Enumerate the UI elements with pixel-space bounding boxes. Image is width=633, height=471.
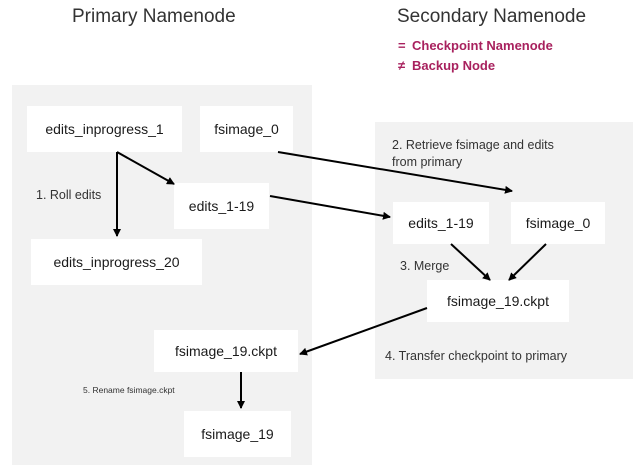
checkpoint-namenode-label: Checkpoint Namenode — [412, 38, 553, 53]
step-3-merge: 3. Merge — [400, 259, 450, 273]
step-4-transfer-checkpoint: 4. Transfer checkpoint to primary — [385, 349, 568, 363]
primary-fsimage-19-ckpt-box: fsimage_19.ckpt — [154, 330, 298, 372]
primary-edits-inprogress-1-box: edits_inprogress_1 — [27, 106, 182, 152]
backup-node-label: Backup Node — [412, 58, 496, 73]
step-5-rename: 5. Rename fsimage.ckpt — [83, 385, 175, 395]
step-1-roll-edits: 1. Roll edits — [36, 188, 102, 202]
arrow-retrieve-fsimage — [277, 151, 513, 194]
arrow-roll-to-edits-1-19 — [116, 151, 175, 185]
backup-node-note: ≠ Backup Node — [398, 58, 495, 73]
primary-fsimage-0-box: fsimage_0 — [200, 106, 293, 152]
secondary-namenode-panel — [375, 122, 633, 379]
arrow-transfer-checkpoint — [299, 307, 428, 356]
primary-edits-1-19-box: edits_1-19 — [174, 183, 269, 229]
secondary-fsimage-0-box: fsimage_0 — [511, 202, 605, 244]
not-equal-symbol: ≠ — [398, 58, 406, 73]
arrow-merge-fsimage — [508, 243, 547, 281]
checkpoint-namenode-note: = Checkpoint Namenode — [398, 38, 553, 53]
primary-edits-inprogress-20-box: edits_inprogress_20 — [31, 239, 202, 285]
equals-symbol: = — [398, 38, 406, 53]
arrow-retrieve-edits — [269, 195, 391, 220]
arrow-merge-edits — [450, 243, 491, 281]
step-2-retrieve-line1: 2. Retrieve fsimage and edits — [392, 138, 554, 152]
secondary-namenode-title: Secondary Namenode — [397, 6, 587, 27]
primary-fsimage-19-box: fsimage_19 — [184, 411, 291, 457]
secondary-fsimage-19-ckpt-box: fsimage_19.ckpt — [427, 280, 569, 322]
primary-namenode-title: Primary Namenode — [72, 6, 236, 27]
step-2-retrieve-line2: from primary — [392, 155, 463, 169]
secondary-edits-1-19-box: edits_1-19 — [393, 202, 489, 244]
